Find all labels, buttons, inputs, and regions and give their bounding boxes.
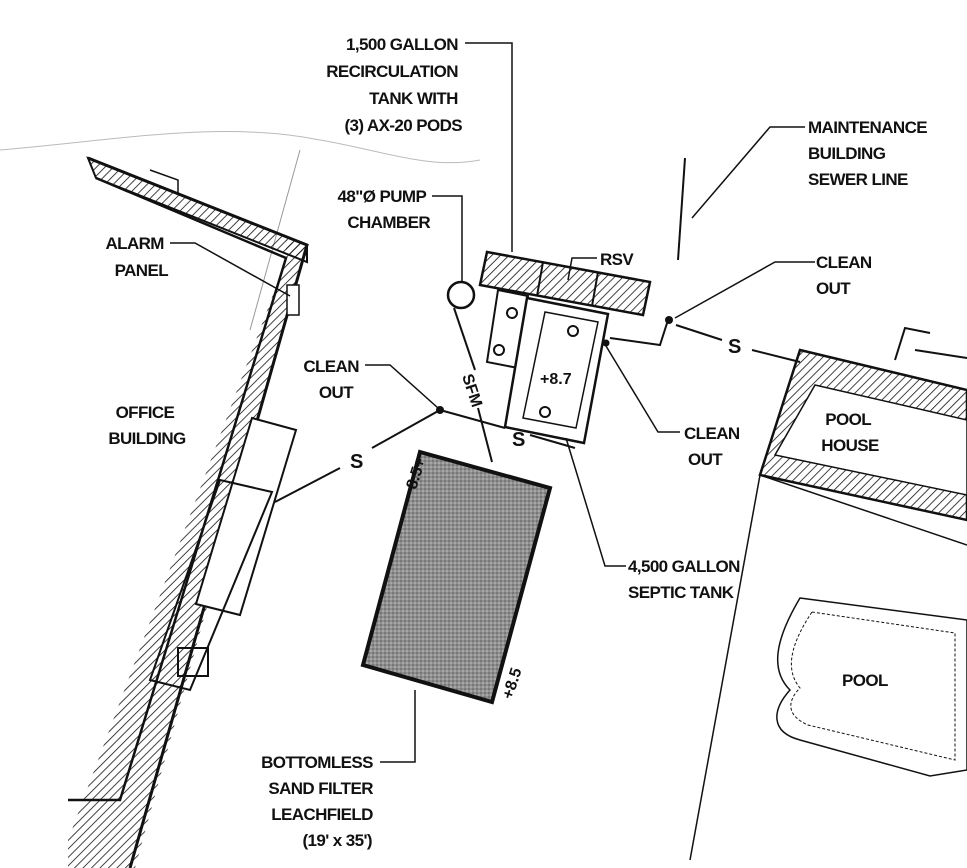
pool-outline <box>776 597 967 777</box>
pod-1-port-lower <box>493 344 505 356</box>
sewer-line-tank <box>529 434 576 449</box>
clean-out-left-label: CLEAN OUT <box>303 357 363 402</box>
pool-house-porch-line <box>914 349 967 359</box>
sand-filter-bed <box>360 449 553 705</box>
leader-recirc <box>465 42 513 252</box>
sewer-line-east <box>675 324 723 341</box>
sand-filter-label: BOTTOMLESS SAND FILTER LEACHFIELD (19' x… <box>261 753 377 850</box>
recirc-tank-divider-2 <box>591 271 599 307</box>
sewer-symbol-east: S <box>728 336 741 358</box>
annotations: 1,500 GALLON RECIRCULATION TANK WITH (3)… <box>105 35 931 850</box>
office-wall-hatch-east <box>68 240 307 868</box>
clean-out-right-marker <box>665 316 673 324</box>
maintenance-sewer-line <box>677 157 686 261</box>
clean-out-tank-marker <box>602 339 610 347</box>
office-annex <box>194 416 298 617</box>
sewer-line-west <box>274 467 341 503</box>
leader-pump <box>432 195 463 282</box>
pool-deck-boundary <box>689 474 761 861</box>
sewer-lines <box>274 157 801 503</box>
office-building-label: OFFICE BUILDING <box>108 403 186 448</box>
pump-force-main-2 <box>477 407 493 463</box>
septic-port-lower <box>539 406 551 418</box>
sand-filter <box>360 449 553 705</box>
maintenance-sewer-label: MAINTENANCE BUILDING SEWER LINE <box>808 118 931 189</box>
leader-clean-right <box>674 261 815 319</box>
pool-house <box>758 326 967 522</box>
rsv-label: RSV <box>600 250 634 269</box>
office-corridor <box>148 478 274 692</box>
recirc-tank-lid <box>478 250 652 317</box>
pool-inner-outline <box>790 611 956 761</box>
clean-out-right-label: CLEAN OUT <box>816 253 876 298</box>
pool-house-interior <box>773 384 967 496</box>
tank-system <box>446 250 673 445</box>
pump-chamber <box>446 280 476 310</box>
pool-house-label: POOL HOUSE <box>821 410 879 455</box>
septic-tank-inner <box>522 311 599 429</box>
pool-house-porch <box>894 326 931 361</box>
office-outline <box>87 156 309 868</box>
leader-rsv <box>567 257 597 281</box>
leader-maintenance <box>691 126 805 219</box>
sewer-symbol-force-main: SFM <box>458 372 485 409</box>
leader-clean-lower <box>605 345 680 433</box>
pump-chamber-label: 48"Ø PUMP CHAMBER <box>338 187 431 232</box>
filter-bottom-elevation: +8.5 <box>500 666 526 701</box>
leader-sand <box>380 690 416 763</box>
leader-septic <box>565 437 626 567</box>
office-door <box>286 284 300 316</box>
recirc-tank-divider-1 <box>536 261 544 297</box>
septic-tank-body <box>503 296 610 445</box>
sewer-symbol-main: S <box>512 429 525 451</box>
leader-alarm <box>170 242 291 297</box>
leader-clean-left <box>365 364 439 409</box>
pod-1-port <box>506 307 518 319</box>
tank-outlet-pipe <box>609 319 669 347</box>
recirc-tank-label: 1,500 GALLON RECIRCULATION TANK WITH (3)… <box>326 35 462 135</box>
office-building <box>68 156 309 868</box>
tank-elevation: +8.7 <box>540 371 572 388</box>
pool-deck-edge <box>759 474 967 546</box>
contour-line <box>0 130 481 164</box>
septic-port-upper <box>567 325 579 337</box>
pump-force-main <box>453 307 476 371</box>
sewer-line-west-2 <box>371 408 506 449</box>
septic-tank-label: 4,500 GALLON SEPTIC TANK <box>628 557 744 602</box>
alarm-panel-label: ALARM PANEL <box>105 234 168 280</box>
sewer-symbol-west: S <box>350 451 363 473</box>
pool-label: POOL <box>842 671 888 690</box>
pool-area <box>689 474 967 861</box>
office-step <box>149 169 179 195</box>
leader-lines <box>170 42 815 763</box>
clean-out-lower-label: CLEAN OUT <box>684 424 744 469</box>
sewer-line-east-2 <box>751 349 801 363</box>
office-small-room <box>177 647 209 677</box>
